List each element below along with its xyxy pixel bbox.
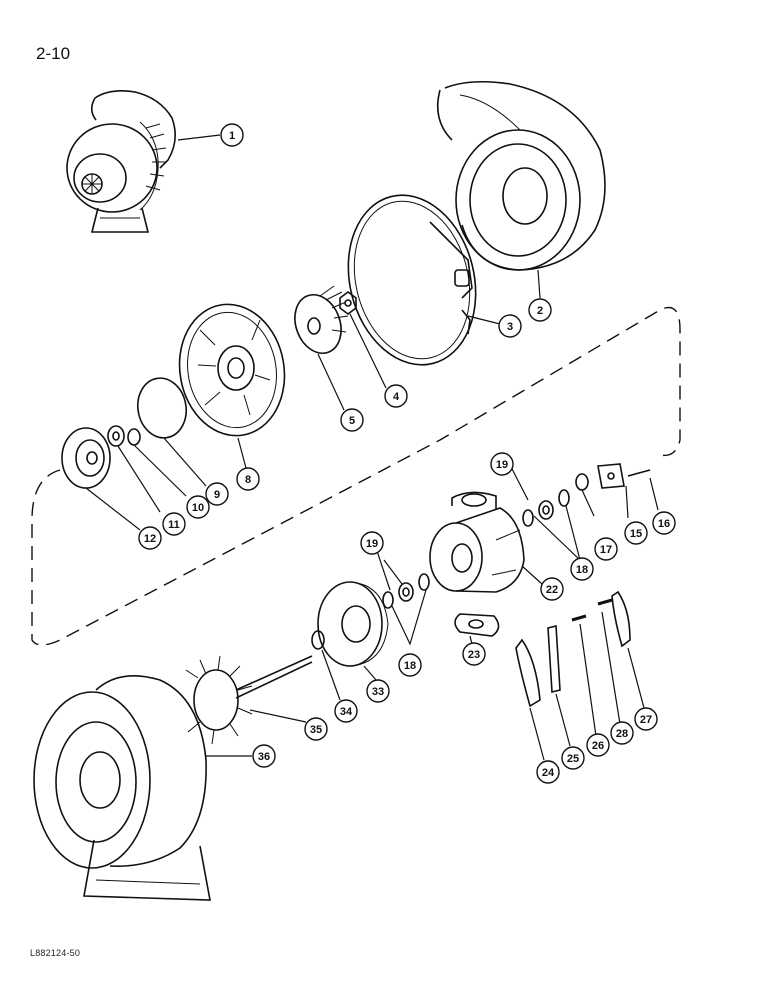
part-nut xyxy=(339,291,357,315)
part-bearing-lower xyxy=(382,573,430,609)
callout-16: 16 xyxy=(652,511,676,535)
part-gasket xyxy=(454,613,500,637)
figure-code: L882124-50 xyxy=(30,948,81,958)
svg-text:18: 18 xyxy=(404,660,416,672)
svg-text:35: 35 xyxy=(310,724,322,736)
callout-34: 34 xyxy=(334,699,358,723)
svg-text:25: 25 xyxy=(567,753,579,765)
part-heat-shield xyxy=(317,581,389,667)
svg-text:9: 9 xyxy=(214,489,220,501)
part-lock-plate-25 xyxy=(547,624,561,694)
callout-10: 10 xyxy=(186,495,210,519)
part-insert xyxy=(61,427,111,489)
part-clamp-27 xyxy=(611,590,631,648)
svg-text:15: 15 xyxy=(630,528,642,540)
callout-9: 9 xyxy=(205,482,229,506)
svg-text:16: 16 xyxy=(658,518,670,530)
page-number: 2-10 xyxy=(36,44,71,63)
part-piston-ring xyxy=(311,630,325,650)
part-sleeve xyxy=(107,425,125,447)
svg-text:36: 36 xyxy=(258,751,270,763)
callout-18-upper: 18 xyxy=(570,557,594,581)
part-compressor-wheel xyxy=(294,285,349,354)
svg-text:10: 10 xyxy=(192,502,204,514)
svg-text:1: 1 xyxy=(229,130,235,142)
callout-1: 1 xyxy=(220,123,244,147)
part-bracket-24 xyxy=(515,638,541,708)
part-v-band-clamp xyxy=(347,194,477,366)
callout-18-lower: 18 xyxy=(398,653,422,677)
part-bolt-28 xyxy=(597,598,613,606)
svg-text:28: 28 xyxy=(616,728,628,740)
callout-15: 15 xyxy=(624,521,648,545)
callout-11: 11 xyxy=(162,512,186,536)
callout-19-lower: 19 xyxy=(360,531,384,555)
svg-text:12: 12 xyxy=(144,533,156,545)
part-bolt-26 xyxy=(571,614,587,622)
callout-25: 25 xyxy=(561,746,585,770)
leader-lines xyxy=(85,134,659,761)
callout-24: 24 xyxy=(536,760,560,784)
svg-text:34: 34 xyxy=(340,706,353,718)
svg-text:23: 23 xyxy=(468,649,480,661)
svg-text:8: 8 xyxy=(245,474,251,486)
callout-4: 4 xyxy=(384,384,408,408)
svg-text:24: 24 xyxy=(542,767,555,779)
callout-33: 33 xyxy=(366,679,390,703)
part-screw-16 xyxy=(627,469,651,477)
svg-text:3: 3 xyxy=(507,321,513,333)
svg-text:18: 18 xyxy=(576,564,588,576)
svg-text:26: 26 xyxy=(592,740,604,752)
part-plate-15 xyxy=(597,463,625,489)
callout-22: 22 xyxy=(540,577,564,601)
callout-5: 5 xyxy=(340,408,364,432)
part-turbine-housing xyxy=(33,674,211,901)
callouts: 1 2 3 4 5 8 9 10 11 12 15 16 17 18 19 19… xyxy=(138,123,676,784)
assembly-boundary xyxy=(31,306,681,646)
callout-8: 8 xyxy=(236,467,260,491)
svg-text:19: 19 xyxy=(496,459,508,471)
svg-text:4: 4 xyxy=(393,391,400,403)
callout-2: 2 xyxy=(528,298,552,322)
svg-text:2: 2 xyxy=(537,305,543,317)
callout-23: 23 xyxy=(462,642,486,666)
callout-36: 36 xyxy=(252,744,276,768)
svg-text:17: 17 xyxy=(600,544,612,556)
svg-text:5: 5 xyxy=(349,415,355,427)
part-backplate xyxy=(178,303,286,437)
callout-35: 35 xyxy=(304,717,328,741)
callout-28: 28 xyxy=(610,721,634,745)
svg-text:11: 11 xyxy=(168,519,180,531)
part-bearing-upper xyxy=(522,489,570,527)
callout-12: 12 xyxy=(138,526,162,550)
part-ring-10 xyxy=(127,428,141,446)
callout-27: 27 xyxy=(634,707,658,731)
callout-17: 17 xyxy=(594,537,618,561)
part-center-housing xyxy=(429,491,525,593)
svg-text:27: 27 xyxy=(640,714,652,726)
svg-text:19: 19 xyxy=(366,538,378,550)
part-washer-17 xyxy=(575,473,589,491)
callout-3: 3 xyxy=(498,314,522,338)
part-o-ring xyxy=(136,377,188,439)
callout-26: 26 xyxy=(586,733,610,757)
svg-text:22: 22 xyxy=(546,584,558,596)
part-compressor-housing xyxy=(436,80,606,271)
part-turbocharger-assembly xyxy=(66,90,176,233)
callout-19-upper: 19 xyxy=(490,452,514,476)
svg-text:33: 33 xyxy=(372,686,384,698)
part-turbine-wheel-shaft xyxy=(185,655,313,745)
